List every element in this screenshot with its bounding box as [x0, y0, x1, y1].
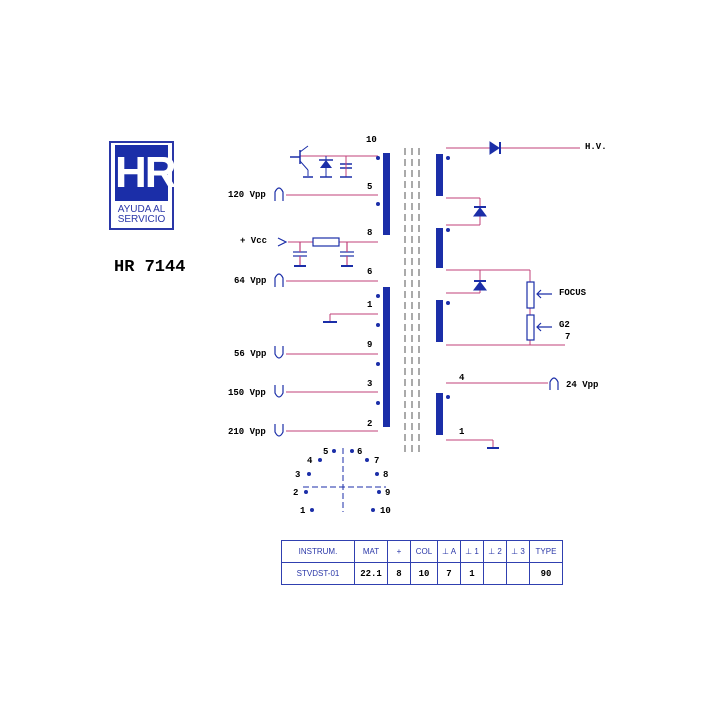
pinout-10: 10	[380, 506, 391, 516]
pinout-6: 6	[357, 447, 362, 457]
table-cell	[506, 562, 530, 585]
table-cell: 1	[460, 562, 484, 585]
pinout-7: 7	[374, 456, 379, 466]
instrument-table: INSTRUM. MAT + COL ⊥ A ⊥ 1 ⊥ 2 ⊥ 3 TYPE …	[281, 540, 563, 585]
pinout-9: 9	[385, 488, 390, 498]
label-vcc: + Vcc	[240, 236, 267, 246]
logo-subtitle: AYUDA AL SERVICIO	[111, 205, 172, 225]
pin-4-secondary: 4	[459, 373, 465, 383]
table-cell: STVDST-01	[281, 562, 355, 585]
table-row: STVDST-01 22.1 8 10 7 1 90	[281, 562, 563, 585]
pin-7-secondary: 7	[565, 332, 570, 342]
pinout-8: 8	[383, 470, 388, 480]
pin-5: 5	[367, 182, 372, 192]
header-cell: TYPE	[529, 540, 563, 563]
pin-10: 10	[366, 135, 377, 145]
table-cell: 8	[387, 562, 411, 585]
pin-9: 9	[367, 340, 372, 350]
header-cell: MAT	[354, 540, 388, 563]
pin-1-secondary: 1	[459, 427, 465, 437]
pin-1: 1	[367, 300, 373, 310]
pinout-2: 2	[293, 488, 298, 498]
header-cell: +	[387, 540, 411, 563]
label-120vpp: 120 Vpp	[228, 190, 266, 200]
pin-2: 2	[367, 419, 372, 429]
header-cell: ⊥ A	[437, 540, 461, 563]
table-cell: 90	[529, 562, 563, 585]
label-56vpp: 56 Vpp	[234, 349, 266, 359]
header-cell: ⊥ 2	[483, 540, 507, 563]
logo-line-2: SERVICIO	[117, 214, 166, 225]
logo-mark: HR	[115, 145, 177, 201]
pin-3: 3	[367, 379, 372, 389]
label-24vpp: 24 Vpp	[566, 380, 598, 390]
pinout-3: 3	[295, 470, 300, 480]
table-cell: 22.1	[354, 562, 388, 585]
pin-8: 8	[367, 228, 372, 238]
pinout-5: 5	[323, 447, 328, 457]
model-title: HR 7144	[114, 258, 186, 277]
table-header-row: INSTRUM. MAT + COL ⊥ A ⊥ 1 ⊥ 2 ⊥ 3 TYPE	[281, 540, 563, 563]
header-cell: ⊥ 1	[460, 540, 484, 563]
pinout-1: 1	[300, 506, 306, 516]
logo-line-1: AYUDA AL	[117, 204, 166, 215]
pinout-4: 4	[307, 456, 313, 466]
label-g2: G2	[559, 320, 570, 330]
table-cell	[483, 562, 507, 585]
hr-logo: HR AYUDA AL SERVICIO	[109, 141, 177, 230]
label-focus: FOCUS	[559, 288, 587, 298]
header-cell: INSTRUM.	[281, 540, 355, 563]
label-150vpp: 150 Vpp	[228, 388, 266, 398]
header-cell: COL	[410, 540, 438, 563]
label-210vpp: 210 Vpp	[228, 427, 266, 437]
pin-6: 6	[367, 267, 372, 277]
header-cell: ⊥ 3	[506, 540, 530, 563]
label-hv: H.V.	[585, 142, 607, 152]
table-cell: 10	[410, 562, 438, 585]
table-cell: 7	[437, 562, 461, 585]
label-64vpp: 64 Vpp	[234, 276, 266, 286]
